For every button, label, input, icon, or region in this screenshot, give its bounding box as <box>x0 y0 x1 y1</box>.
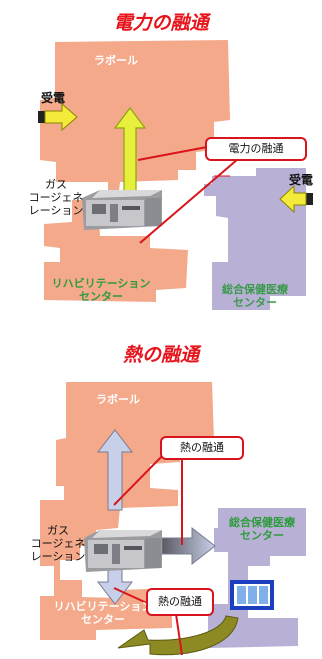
heat-interchange-callout-bottom: 熱の融通 <box>146 588 214 616</box>
receive-power-left-label: 受電 <box>40 91 65 105</box>
health-center-building-top <box>204 168 306 310</box>
health-center-building-bottom <box>208 508 306 648</box>
heat-flow-arrow-right <box>161 526 216 566</box>
power-title: 電力の融通 <box>113 12 209 34</box>
heat-interchange-callout-top: 熱の融通 <box>160 436 244 460</box>
health-center-label-top: 総合保健医療 センター <box>222 283 288 309</box>
rehab-center-label-top: リハビリテーション センター <box>51 277 151 303</box>
cogeneration-unit-top <box>82 190 162 230</box>
power-interchange-callout: 電力の融通 <box>205 137 307 161</box>
rehab-lower-block <box>40 588 172 640</box>
heat-title: 熱の融通 <box>122 344 199 366</box>
lab-label-bottom: ラボール <box>96 393 140 406</box>
rehab-center-label-bottom: リハビリテーション センター <box>53 600 153 626</box>
incoming-power-arrow-left <box>38 102 78 132</box>
lab-label-top: ラボール <box>94 54 138 67</box>
incoming-power-arrow-right <box>279 184 313 214</box>
cogeneration-label-top: ガス コージェネ レーション <box>28 178 84 217</box>
heat-return-arrow <box>117 615 239 656</box>
heat-chiller-icon <box>230 580 274 610</box>
receive-power-right-label: 受電 <box>288 173 313 187</box>
health-center-label-bottom: 総合保健医療 センター <box>229 516 295 542</box>
cogeneration-unit-bottom <box>84 530 162 572</box>
cogeneration-label-bottom: ガス コージェネ レーション <box>30 524 86 563</box>
